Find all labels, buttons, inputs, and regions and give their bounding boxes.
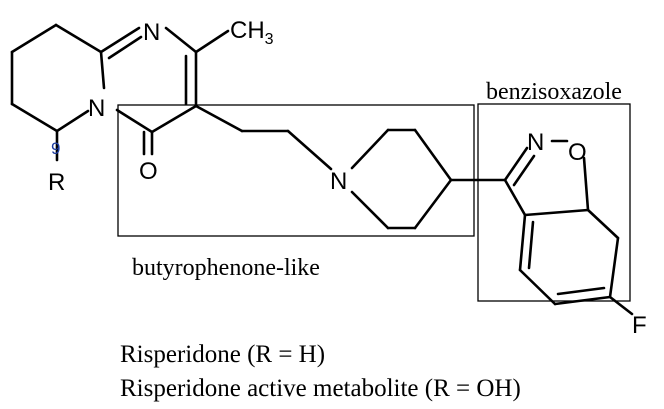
butyrophenone-like-label: butyrophenone-like: [132, 255, 320, 281]
caption-risperidone: Risperidone (R = H): [120, 341, 325, 368]
atom-n-isoxazole: N: [527, 129, 544, 156]
atom-o-carbonyl: O: [139, 158, 158, 185]
tetrahydropyrido-ring: [10, 23, 106, 162]
atom-ch3: CH3: [230, 17, 274, 48]
piperidine-ring: [350, 128, 507, 230]
atom-n-piperidine: N: [330, 168, 347, 195]
atom-n-ring: N: [88, 95, 105, 122]
benzisoxazole-label: benzisoxazole: [486, 79, 622, 105]
butyrophenone-like-box: [117, 104, 475, 237]
benzisoxazole-ring: [503, 139, 634, 316]
atom-n-top: N: [143, 19, 160, 46]
pyrimidinone-ring: [99, 26, 230, 156]
locant-9: 9: [51, 139, 60, 158]
atom-o-isoxazole: O: [568, 139, 587, 166]
ethyl-linker: [194, 104, 333, 171]
atom-fluorine: F: [632, 312, 647, 339]
benzisoxazole-box: [477, 103, 631, 302]
r-group: R: [48, 169, 65, 196]
caption-active-metabolite: Risperidone active metabolite (R = OH): [120, 375, 521, 402]
